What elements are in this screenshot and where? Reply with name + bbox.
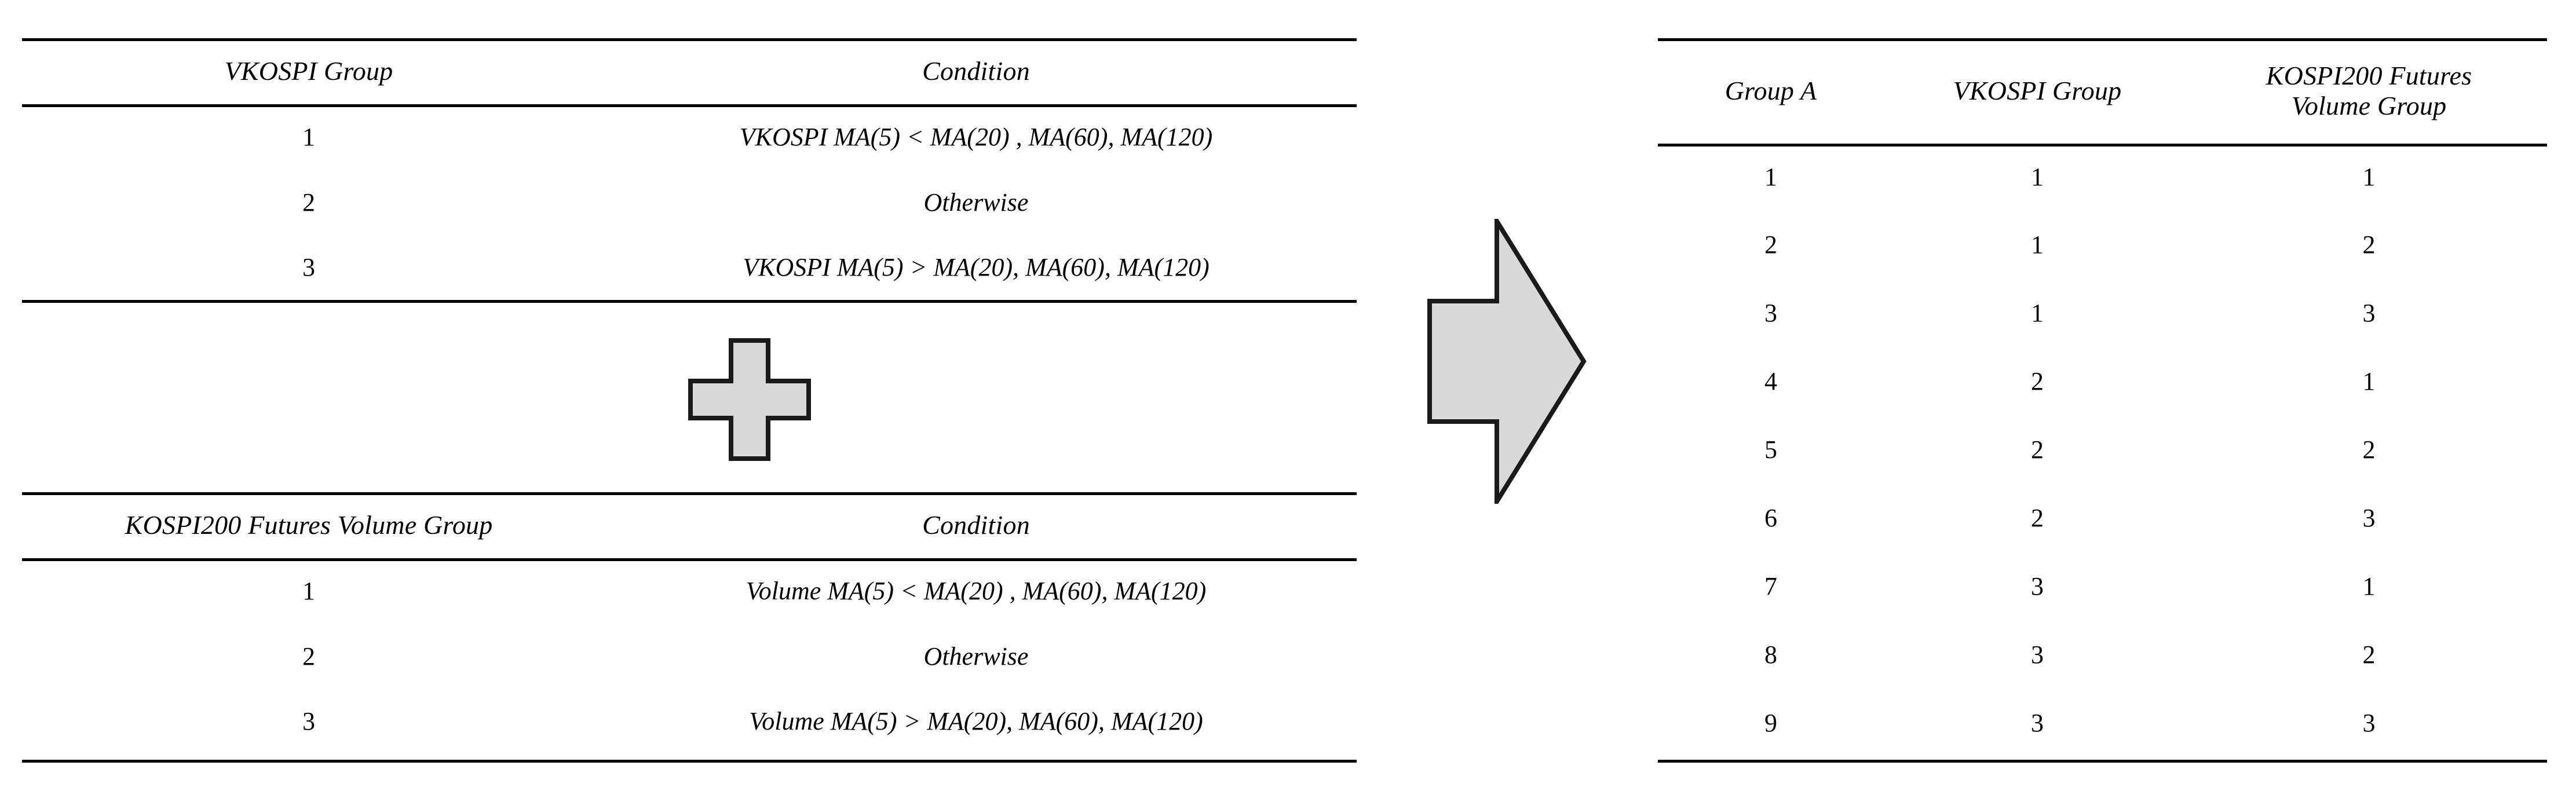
right-table-bottom-rule [1658, 760, 2547, 763]
right-arrow-icon [1426, 219, 1587, 504]
column-header-vkospi-group: VKOSPI Group [1953, 76, 2122, 106]
table-header-row: KOSPI200 Futures Volume Group Condition [22, 492, 1357, 558]
cell-group-value: 1 [302, 122, 315, 151]
cell-vkospi-group: 1 [2031, 162, 2044, 191]
cell-group-a: 5 [1764, 435, 1777, 464]
cell-group-value: 2 [302, 188, 315, 217]
column-header-volume-group: KOSPI200 Futures Volume Group [125, 510, 493, 540]
table-row: 2 Otherwise [22, 170, 1357, 235]
right-table-top-rule [1658, 38, 2547, 41]
table-row: 7 3 1 [1658, 552, 2547, 621]
cell-group-value: 2 [302, 642, 315, 671]
cell-group-a: 4 [1764, 367, 1777, 395]
cell-vkospi-group: 2 [2031, 435, 2044, 464]
cell-volume-group: 2 [2362, 435, 2376, 464]
cell-vkospi-group: 1 [2031, 298, 2044, 327]
left-table-2-bottom-rule [22, 760, 1357, 763]
table-row: 1 Volume MA(5) < MA(20) , MA(60), MA(120… [22, 558, 1357, 624]
left-table-2-top-rule [22, 492, 1357, 495]
table-header-row: VKOSPI Group Condition [22, 38, 1357, 104]
table-row: 5 2 2 [1658, 416, 2547, 484]
cell-volume-group: 2 [2362, 230, 2376, 259]
column-header-condition: Condition [922, 510, 1030, 540]
cell-condition-value: Otherwise [923, 188, 1029, 217]
cell-volume-group: 3 [2362, 503, 2376, 532]
cell-condition-value: Volume MA(5) < MA(20) , MA(60), MA(120) [746, 576, 1207, 605]
right-table-header-rule [1658, 144, 2547, 147]
cell-group-a: 1 [1764, 162, 1777, 191]
cell-group-value: 1 [302, 576, 315, 605]
cell-group-a: 9 [1764, 708, 1777, 737]
table-row: 3 Volume MA(5) > MA(20), MA(60), MA(120) [22, 689, 1357, 754]
vkospi-group-table: VKOSPI Group Condition 1 VKOSPI MA(5) < … [22, 38, 1357, 300]
cell-group-value: 3 [302, 252, 315, 281]
cell-group-value: 3 [302, 706, 315, 735]
cell-group-a: 7 [1764, 572, 1777, 600]
table-row: 1 1 1 [1658, 144, 2547, 211]
column-header-volume-group: KOSPI200 Futures Volume Group [2191, 38, 2547, 144]
cell-vkospi-group: 2 [2031, 503, 2044, 532]
table-row: 6 2 3 [1658, 484, 2547, 552]
table-row: 2 Otherwise [22, 624, 1357, 689]
column-header-volume-group-line1: KOSPI200 Futures [2266, 61, 2472, 91]
cell-condition-value: VKOSPI MA(5) > MA(20), MA(60), MA(120) [743, 252, 1210, 281]
table-row: 4 2 1 [1658, 347, 2547, 416]
cell-volume-group: 1 [2362, 572, 2376, 600]
cell-group-a: 3 [1764, 298, 1777, 327]
cell-volume-group: 2 [2362, 640, 2376, 669]
left-table-1-top-rule [22, 38, 1357, 41]
kospi200-futures-volume-group-table: KOSPI200 Futures Volume Group Condition … [22, 492, 1357, 754]
cell-condition-value: Volume MA(5) > MA(20), MA(60), MA(120) [749, 706, 1203, 735]
cell-group-a: 6 [1764, 503, 1777, 532]
column-header-condition: Condition [922, 56, 1030, 86]
cell-volume-group: 3 [2362, 708, 2376, 737]
table-row: 2 1 2 [1658, 211, 2547, 279]
plus-icon [688, 338, 811, 461]
left-table-1-header-rule [22, 104, 1357, 107]
column-header-group-a: Group A [1724, 76, 1817, 106]
cell-vkospi-group: 3 [2031, 708, 2044, 737]
cell-vkospi-group: 3 [2031, 640, 2044, 669]
cell-volume-group: 3 [2362, 298, 2376, 327]
table-row: 8 3 2 [1658, 621, 2547, 689]
left-table-2-header-rule [22, 558, 1357, 561]
cell-vkospi-group: 1 [2031, 230, 2044, 259]
cell-group-a: 8 [1764, 640, 1777, 669]
cell-vkospi-group: 3 [2031, 572, 2044, 600]
cell-vkospi-group: 2 [2031, 367, 2044, 395]
left-table-1-bottom-rule [22, 300, 1357, 303]
cell-volume-group: 1 [2362, 367, 2376, 395]
column-header-volume-group-line2: Volume Group [2291, 91, 2447, 120]
table-header-row: Group A VKOSPI Group KOSPI200 Futures Vo… [1658, 38, 2547, 144]
group-a-combination-table: Group A VKOSPI Group KOSPI200 Futures Vo… [1658, 38, 2547, 757]
column-header-vkospi-group: VKOSPI Group [224, 56, 393, 86]
cell-volume-group: 1 [2362, 162, 2376, 191]
cell-condition-value: Otherwise [923, 642, 1029, 671]
cell-condition-value: VKOSPI MA(5) < MA(20) , MA(60), MA(120) [739, 122, 1213, 151]
table-row: 1 VKOSPI MA(5) < MA(20) , MA(60), MA(120… [22, 104, 1357, 170]
table-row: 9 3 3 [1658, 689, 2547, 757]
table-row: 3 VKOSPI MA(5) > MA(20), MA(60), MA(120) [22, 235, 1357, 300]
table-row: 3 1 3 [1658, 279, 2547, 347]
cell-group-a: 2 [1764, 230, 1777, 259]
